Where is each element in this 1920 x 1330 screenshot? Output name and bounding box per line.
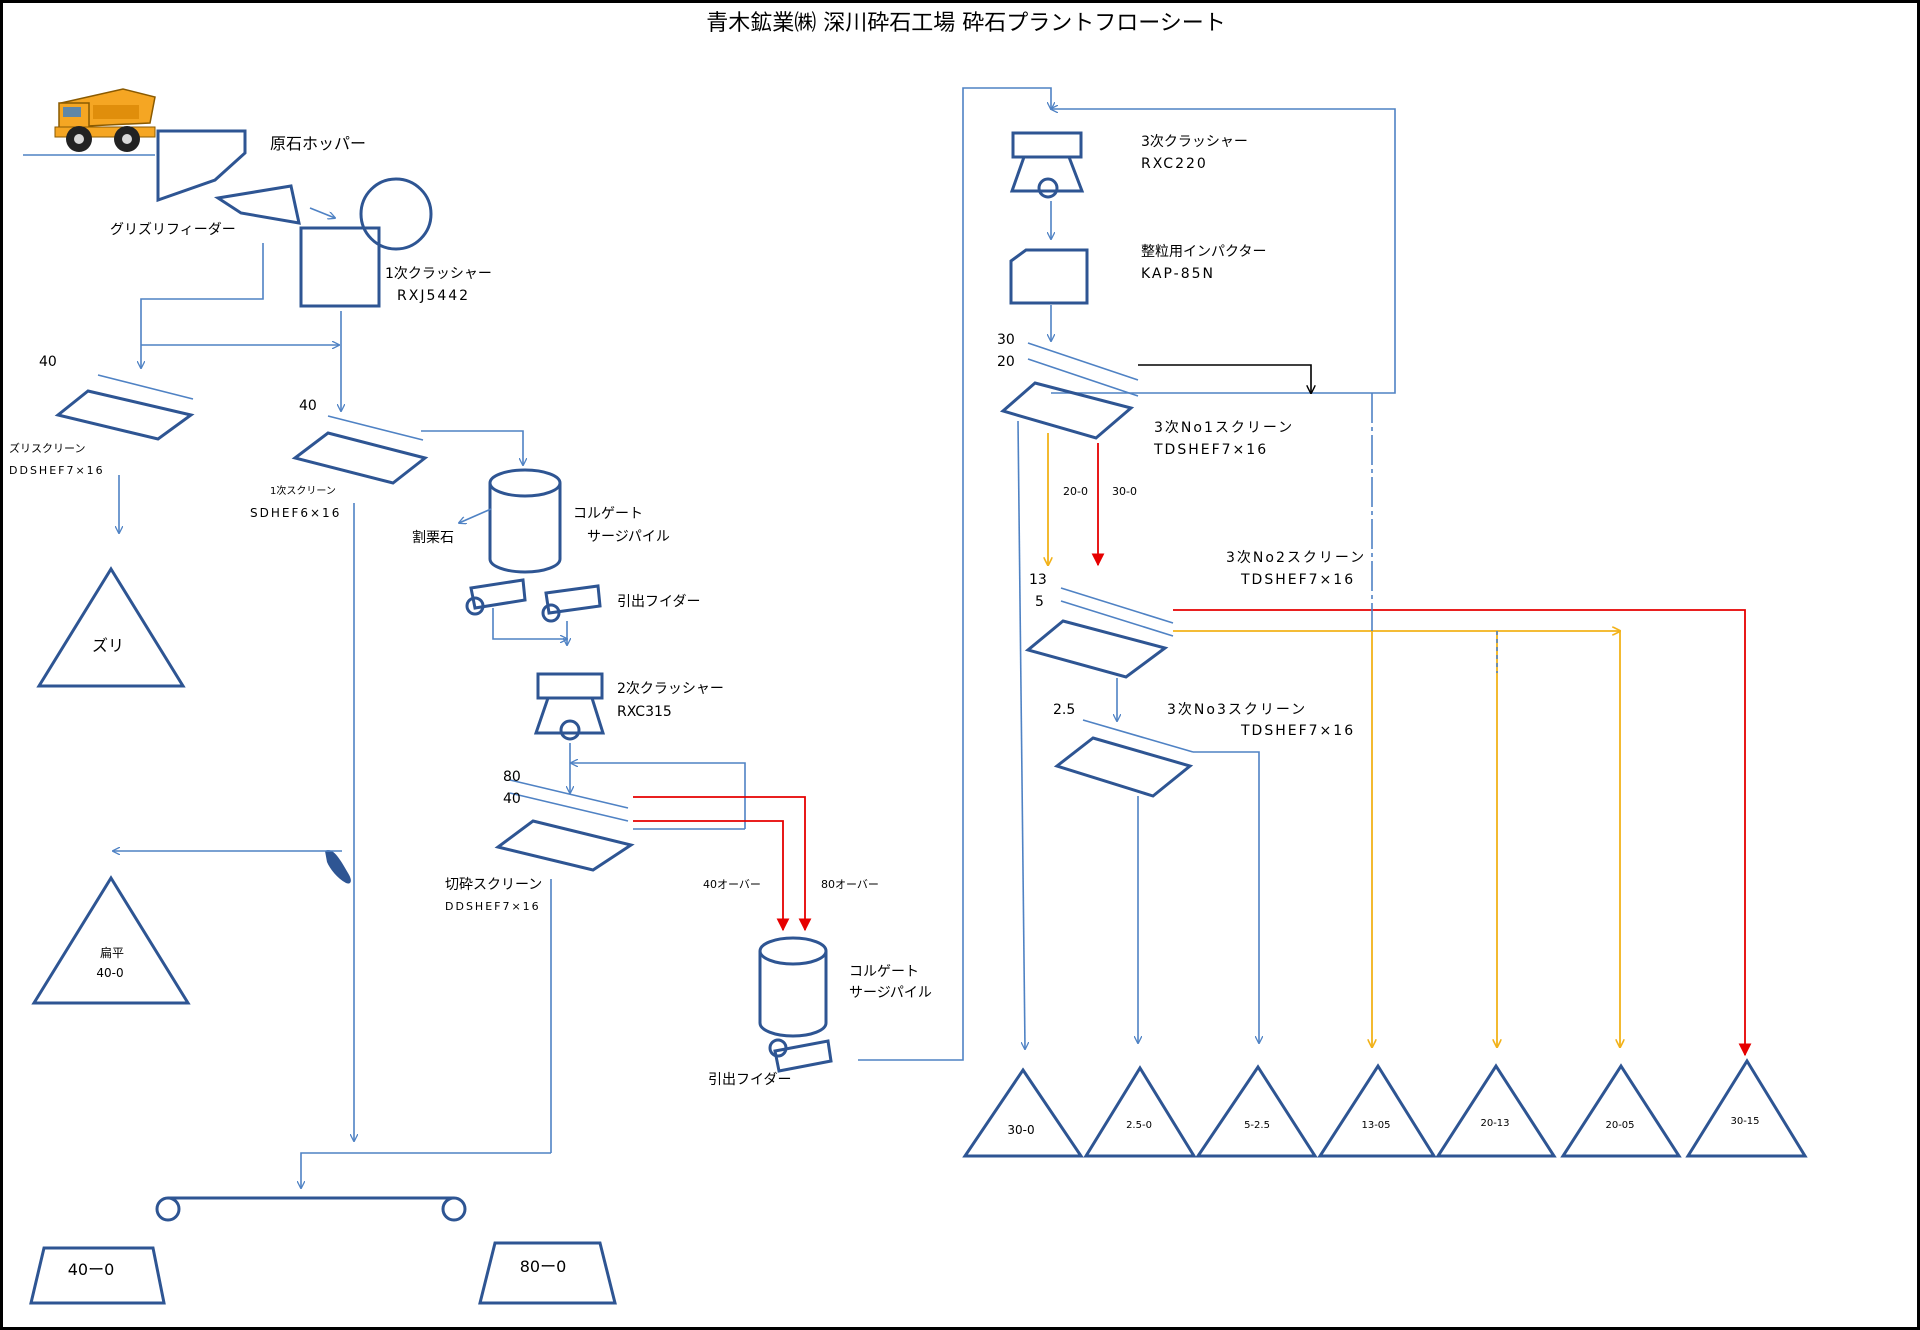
- secondary-crusher-label: 2次クラッシャー: [617, 681, 724, 697]
- draw-feeder-2: [768, 1038, 833, 1073]
- zuri-screen: [54, 389, 195, 441]
- secondary-crusher: [533, 672, 606, 741]
- primary-mesh-40: 40: [299, 398, 317, 414]
- primary-screen-label: 1次スクリーン: [270, 486, 336, 497]
- surge-pile-2-label-1: コルゲート: [849, 964, 919, 980]
- bin-80-0: [478, 1241, 617, 1305]
- cutting-screen: [494, 819, 635, 872]
- over-80-label: 80オーバー: [821, 878, 879, 891]
- zuri-mesh-40: 40: [39, 354, 57, 370]
- surge-pile-2-label-2: サージパイル: [849, 985, 932, 1001]
- surge-pile-2: [758, 936, 828, 1038]
- page-title: 青木鉱業㈱ 深川砕石工場 砕石プラントフローシート: [706, 11, 1226, 36]
- bin-80-0-label: 80ー0: [519, 1257, 567, 1276]
- zuri-screen-label: ズリスクリーン: [9, 442, 86, 455]
- draw-feeder-2-label: 引出フイダー: [708, 1072, 792, 1088]
- product-pile-3: [1195, 1064, 1318, 1158]
- magnet-icon: [325, 850, 351, 884]
- primary-screen-model: SDHEF6×16: [250, 506, 342, 520]
- no3-mesh-2-5: 2.5: [1053, 702, 1076, 718]
- surge-pile-1-label-1: コルゲート: [573, 506, 643, 522]
- cutting-screen-label: 切砕スクリーン: [445, 877, 543, 893]
- primary-crusher-wheel: [359, 177, 433, 251]
- product-label-5: 20-13: [1480, 1118, 1510, 1129]
- henpei-pile-label-1: 扁平: [99, 946, 125, 960]
- impactor-label: 整粒用インパクター: [1141, 244, 1267, 260]
- primary-crusher-model: RXJ5442: [397, 288, 471, 304]
- product-pile-6: [1560, 1063, 1682, 1158]
- product-label-3: 5-2.5: [1244, 1120, 1270, 1131]
- no2-screen: [1024, 619, 1169, 679]
- product-label-2: 2.5-0: [1126, 1120, 1152, 1131]
- impactor-model: KAP-85N: [1141, 266, 1215, 282]
- zuri-pile-label: ズリ: [91, 636, 125, 655]
- no2-mesh-13: 13: [1029, 572, 1047, 588]
- cutting-screen-model: DDSHEF7×16: [445, 900, 541, 913]
- no1-mesh-20: 20: [997, 354, 1015, 370]
- secondary-crusher-model: RXC315: [617, 704, 672, 720]
- product-pile-7: [1685, 1058, 1808, 1158]
- tertiary-crusher-label: 3次クラッシャー: [1141, 134, 1248, 150]
- product-label-1: 30-0: [1007, 1123, 1035, 1137]
- no3-screen-label: 3次No3スクリーン: [1167, 702, 1308, 718]
- product-label-7: 30-15: [1730, 1116, 1760, 1127]
- no3-screen-model: TDSHEF7×16: [1241, 723, 1356, 739]
- flow-diagram: [23, 87, 1808, 1305]
- no3-screen: [1053, 736, 1194, 798]
- no1-screen: [999, 381, 1135, 440]
- primary-screen: [291, 431, 429, 485]
- no2-screen-model: TDSHEF7×16: [1241, 572, 1356, 588]
- grizzly-feeder-label: グリズリフィーダー: [110, 222, 236, 238]
- tertiary-crusher-model: RXC220: [1141, 156, 1208, 172]
- warikuri-label: 割栗石: [412, 530, 454, 546]
- raw-hopper: [156, 129, 247, 203]
- zuri-pile: [36, 566, 186, 688]
- draw-feeder-1: [465, 578, 602, 623]
- raw-hopper-label: 原石ホッパー: [270, 134, 367, 153]
- henpei-pile-label-2: 40-0: [96, 966, 124, 980]
- draw-feeder-1-label: 引出フイダー: [617, 594, 701, 610]
- no1-screen-model: TDSHEF7×16: [1154, 442, 1269, 458]
- over-40-label: 40オーバー: [703, 878, 761, 891]
- cutting-mesh-40: 40: [503, 791, 521, 807]
- surge-pile-1-label-2: サージパイル: [587, 529, 670, 545]
- grizzly-feeder: [213, 184, 301, 225]
- product-pile-1: [962, 1067, 1084, 1158]
- cutting-mesh-80: 80: [503, 769, 521, 785]
- zuri-screen-model: DDSHEF7×16: [9, 464, 105, 477]
- product-pile-4: [1317, 1063, 1437, 1158]
- conveyor-belt: [155, 1196, 467, 1222]
- surge-pile-1: [488, 468, 562, 574]
- product-label-6: 20-05: [1605, 1120, 1635, 1131]
- bin-40-0: [29, 1246, 166, 1305]
- product-label-4: 13-05: [1361, 1120, 1391, 1131]
- no1-screen-label: 3次No1スクリーン: [1154, 420, 1295, 436]
- no2-screen-label: 3次No2スクリーン: [1226, 550, 1367, 566]
- product-pile-5: [1435, 1063, 1557, 1158]
- no2-mesh-5: 5: [1035, 594, 1044, 610]
- product-pile-2: [1083, 1065, 1197, 1158]
- no1-mesh-30: 30: [997, 332, 1015, 348]
- impactor: [1009, 248, 1089, 305]
- henpei-pile: [31, 875, 191, 1005]
- no1-out-20-0: 20-0: [1063, 485, 1088, 498]
- primary-crusher: [299, 226, 381, 308]
- tertiary-crusher: [1009, 131, 1085, 199]
- dump-truck-icon: [54, 88, 156, 152]
- no1-out-30-0: 30-0: [1112, 485, 1137, 498]
- primary-crusher-label: 1次クラッシャー: [385, 266, 492, 282]
- bin-40-0-label: 40ー0: [67, 1260, 115, 1279]
